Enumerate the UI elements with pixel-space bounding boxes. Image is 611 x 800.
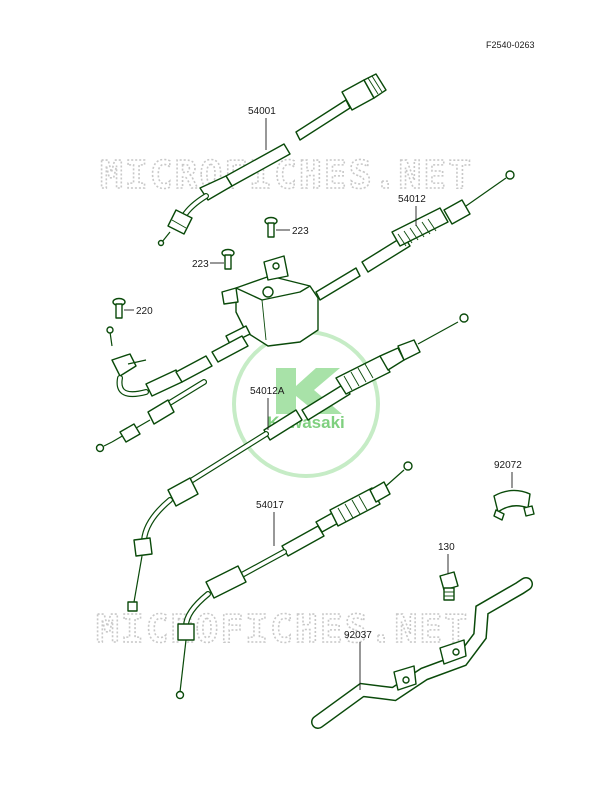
cable-guide-92037 (311, 577, 533, 729)
throttle-housing (221, 255, 361, 347)
callout-54012a: 54012A (250, 386, 285, 430)
part-number-92072: 92072 (494, 460, 522, 471)
figure-ref: F2540-0263 (486, 40, 535, 50)
callout-220: 220 (124, 306, 153, 317)
part-number-223-left: 223 (192, 259, 209, 270)
part-number-92037: 92037 (344, 630, 372, 641)
watermark-top: MICROFICHES.NET (100, 153, 473, 197)
throttle-cable-54012a (127, 313, 469, 612)
choke-cable-54017 (175, 461, 413, 700)
part-number-220: 220 (136, 306, 153, 317)
bolt-130 (439, 571, 459, 601)
part-number-54001: 54001 (248, 106, 276, 117)
screw-220 (112, 297, 126, 319)
callout-92037: 92037 (344, 630, 372, 690)
callout-54001: 54001 (248, 106, 276, 150)
screw-223-right (264, 216, 278, 238)
throttle-cable-54012 (361, 170, 515, 273)
callout-54017: 54017 (256, 500, 284, 546)
callout-223-left: 223 (192, 259, 224, 270)
callout-130: 130 (438, 542, 455, 574)
part-number-223-right: 223 (292, 226, 309, 237)
screw-223-left (221, 248, 235, 270)
callout-223-right: 223 (276, 226, 309, 237)
callout-92072: 92072 (494, 460, 522, 488)
part-number-130: 130 (438, 542, 455, 553)
part-number-54017: 54017 (256, 500, 284, 511)
watermark-bottom: MICROFICHES.NET (96, 607, 469, 651)
speedometer-cable (157, 73, 387, 247)
left-cable-assembly (95, 326, 249, 453)
cable-clamp-92072 (493, 489, 535, 521)
callout-54012: 54012 (398, 194, 426, 226)
part-number-54012a: 54012A (250, 386, 285, 397)
part-number-54012: 54012 (398, 194, 426, 205)
kawasaki-logo: Kawasaki (232, 330, 380, 478)
